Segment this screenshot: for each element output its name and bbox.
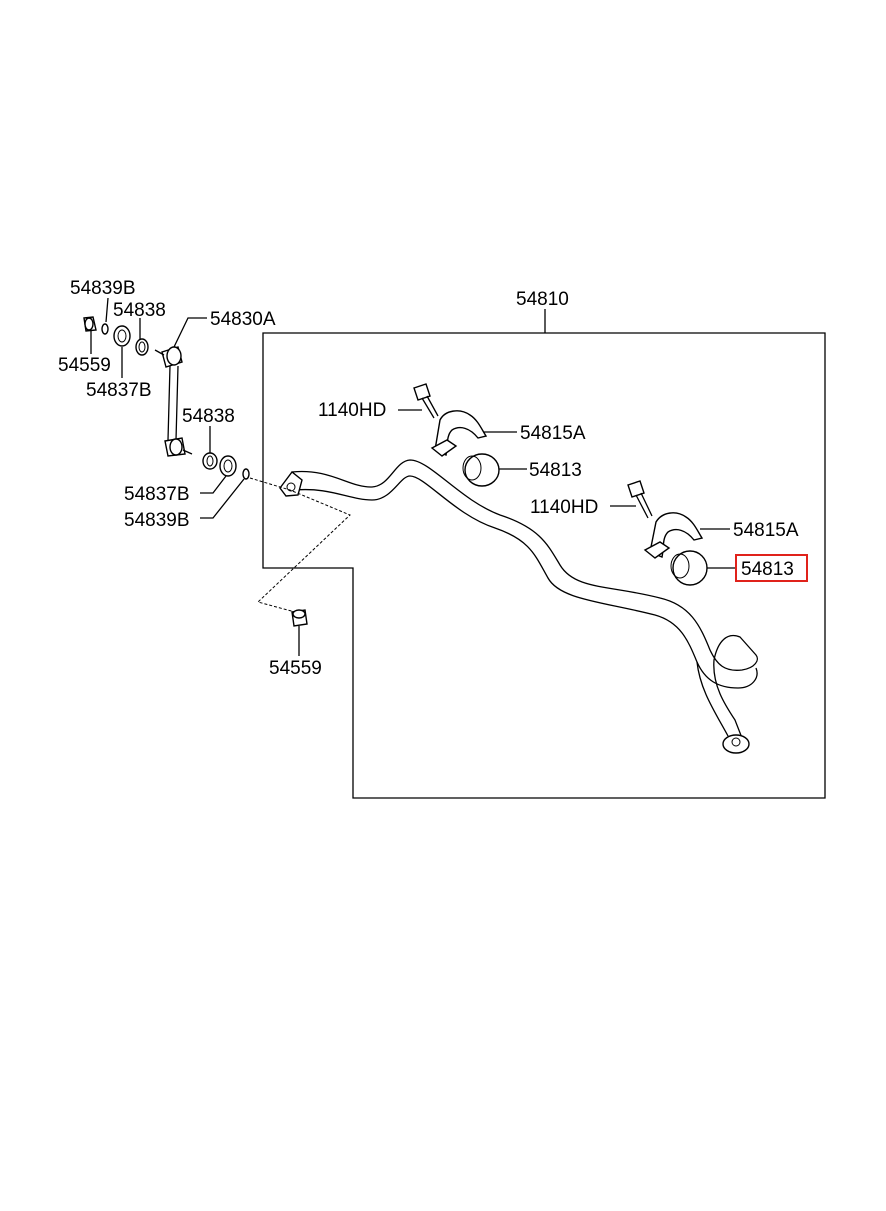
label-54559-upper[interactable]: 54559 — [58, 355, 111, 376]
label-54837b-lower[interactable]: 54837B — [124, 484, 190, 505]
label-54559-lower[interactable]: 54559 — [269, 658, 322, 679]
label-1140hd-left[interactable]: 1140HD — [318, 400, 386, 421]
nut-lower-shape — [291, 609, 308, 627]
bracket-left-shape — [430, 410, 488, 457]
label-54810[interactable]: 54810 — [516, 289, 569, 310]
label-1140hd-right[interactable]: 1140HD — [530, 497, 598, 518]
bushing-right-shape — [670, 550, 708, 586]
highlight-box — [735, 554, 808, 582]
label-54815a-left[interactable]: 54815A — [520, 423, 586, 444]
stabilizer-link-shape — [154, 346, 193, 457]
bolt-left-shape — [413, 383, 439, 419]
leader-lines — [90, 297, 736, 656]
label-54830a[interactable]: 54830A — [210, 309, 276, 330]
label-54838-lower[interactable]: 54838 — [182, 406, 235, 427]
stabilizer-bar-shape — [279, 459, 758, 754]
label-54815a-right[interactable]: 54815A — [733, 520, 799, 541]
label-54839b-lower[interactable]: 54839B — [124, 510, 190, 531]
label-54813-left[interactable]: 54813 — [529, 460, 582, 481]
hardware-lower — [202, 452, 250, 480]
bracket-right-shape — [643, 512, 704, 559]
label-54839b-upper[interactable]: 54839B — [70, 278, 136, 299]
hardware-upper — [83, 316, 149, 356]
assembly-outline — [262, 332, 826, 799]
label-54813-right[interactable]: 54813 — [741, 559, 794, 580]
assembly-dash-line — [249, 477, 351, 613]
bolt-right-shape — [627, 480, 653, 519]
label-54838-upper[interactable]: 54838 — [113, 300, 166, 321]
label-54837b-upper[interactable]: 54837B — [86, 380, 152, 401]
bushing-left-shape — [462, 453, 500, 487]
